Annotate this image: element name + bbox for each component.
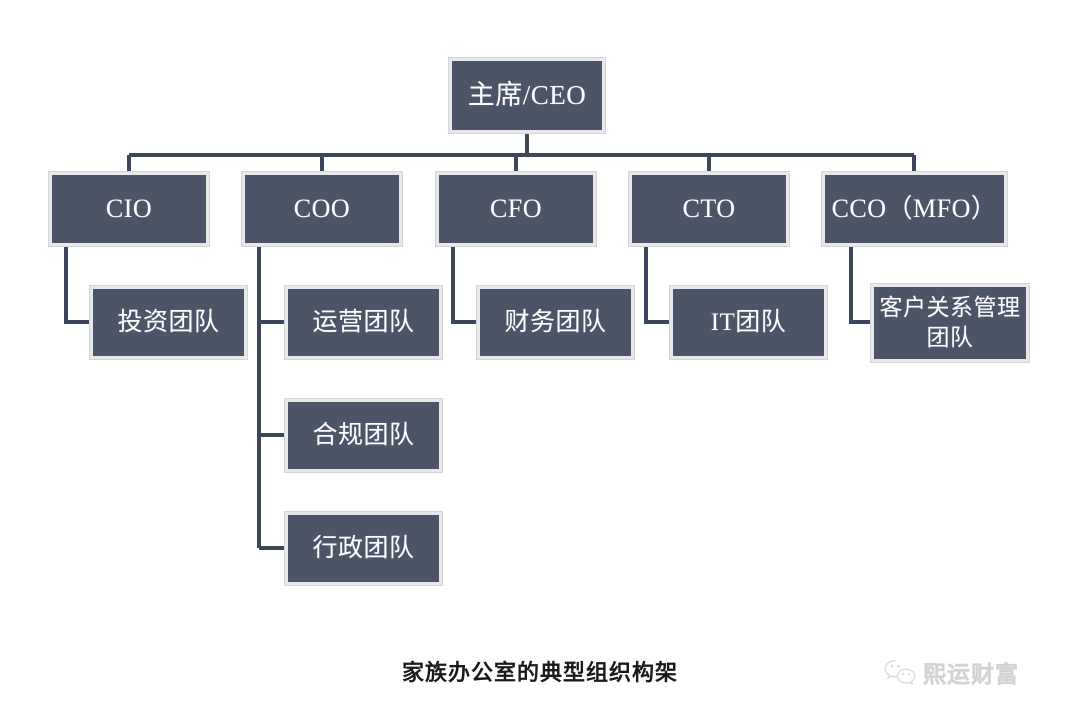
node-ceo-label: 主席/CEO	[467, 79, 587, 110]
node-cio-label: CIO	[105, 193, 153, 223]
node-ops-team-label: 运营团队	[312, 308, 415, 336]
node-invest-team-label: 投资团队	[117, 308, 220, 336]
connector-cfo-to-finance	[451, 246, 477, 324]
node-admin-team[interactable]: 行政团队	[284, 511, 443, 586]
node-cio[interactable]: CIO	[48, 171, 210, 247]
node-crm-team[interactable]: 客户关系管理团队	[870, 283, 1030, 363]
watermark-text: 熙运财富	[923, 662, 1019, 687]
node-cto[interactable]: CTO	[628, 171, 790, 247]
node-coo[interactable]: COO	[241, 171, 403, 247]
node-it-team[interactable]: IT团队	[669, 285, 828, 360]
chart-caption: 家族办公室的典型组织构架	[401, 660, 678, 685]
node-compliance-team-label: 合规团队	[312, 421, 415, 449]
node-it-team-label: IT团队	[710, 308, 787, 336]
connector-cco-to-crm	[849, 246, 872, 324]
node-cto-label: CTO	[682, 193, 736, 223]
wechat-icon	[884, 659, 916, 685]
node-cco-label: CCO（MFO）	[831, 193, 998, 223]
node-ceo[interactable]: 主席/CEO	[448, 57, 606, 134]
connector-cto-to-it	[644, 246, 670, 324]
node-cfo[interactable]: CFO	[435, 171, 597, 247]
node-compliance-team[interactable]: 合规团队	[284, 398, 443, 473]
node-finance-team-label: 财务团队	[504, 308, 607, 336]
connector-cio-to-invest	[64, 246, 90, 324]
watermark: 熙运财富	[884, 655, 1019, 689]
node-invest-team[interactable]: 投资团队	[89, 285, 248, 360]
node-finance-team[interactable]: 财务团队	[476, 285, 635, 360]
node-ops-team[interactable]: 运营团队	[284, 285, 443, 360]
node-crm-team-label: 客户关系管理团队	[874, 293, 1026, 353]
node-crm-team-label-line2: 团队	[926, 325, 974, 350]
node-cco[interactable]: CCO（MFO）	[821, 171, 1008, 247]
node-cfo-label: CFO	[489, 193, 543, 223]
node-admin-team-label: 行政团队	[312, 534, 415, 562]
node-coo-label: COO	[293, 193, 351, 223]
node-crm-team-label-line1: 客户关系管理	[879, 295, 1021, 321]
